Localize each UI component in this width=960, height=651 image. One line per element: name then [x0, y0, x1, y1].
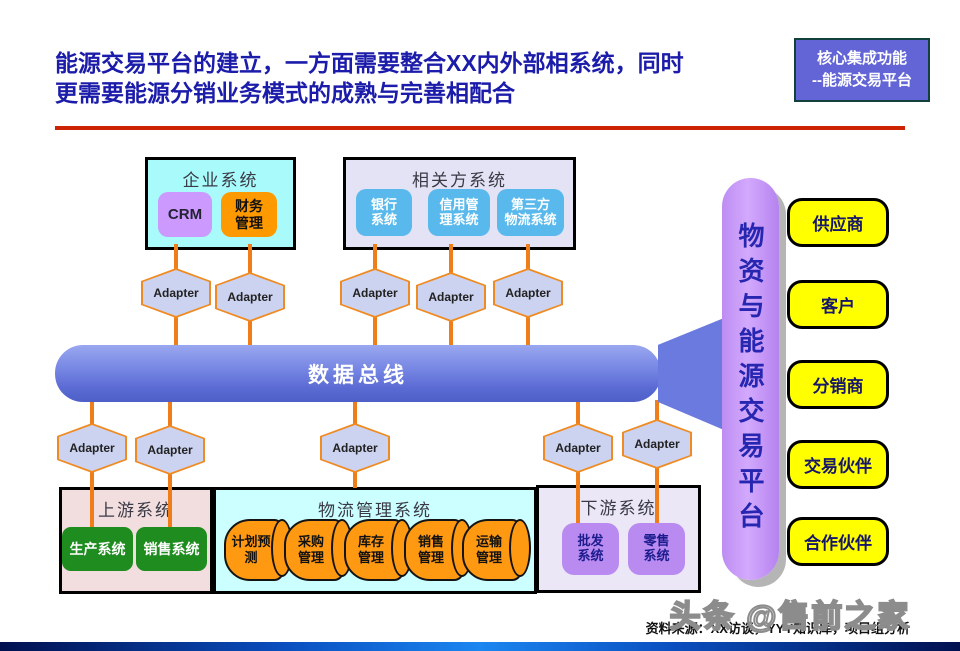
adapter-hexagon: Adapter [340, 268, 410, 318]
connector-line [576, 471, 580, 524]
sales-mgmt-cylinder: 销售 管理 [404, 519, 473, 581]
adapter-hexagon: Adapter [215, 272, 285, 322]
adapter-hexagon: Adapter [141, 268, 211, 318]
wholesale-system-chip: 批发 系统 [562, 523, 619, 575]
adapter-hexagon: Adapter [57, 423, 127, 473]
partner-pill-supplier: 供应商 [787, 198, 889, 247]
page-title: 能源交易平台的建立，一方面需要整合XX内外部相系统，同时 更需要能源分销业务模式… [55, 50, 684, 107]
connector-line [526, 244, 530, 270]
adapter-hexagon: Adapter [320, 423, 390, 473]
connector-line [576, 400, 580, 424]
connector-line [90, 400, 94, 424]
cylinder-cap [509, 519, 531, 577]
finance-system-chip: 财务 管理 [221, 192, 277, 237]
retail-system-chip: 零售 系统 [628, 523, 685, 575]
partner-pill-distributor: 分销商 [787, 360, 889, 409]
core-function-tag: 核心集成功能 --能源交易平台 [794, 38, 930, 102]
connector-line [90, 471, 94, 528]
source-note: 资料来源：XX访谈，YYY知识库，项目组分析 [645, 621, 910, 636]
third-party-logistics-chip: 第三方 物流系统 [497, 189, 564, 236]
connector-line [248, 320, 252, 347]
related-party-systems-title: 相关方系统 [412, 171, 507, 190]
partner-pill-trading-partner: 交易伙伴 [787, 440, 889, 489]
data-bus: 数据总线 [55, 345, 661, 402]
adapter-hexagon: Adapter [416, 272, 486, 322]
partner-pill-customer: 客户 [787, 280, 889, 329]
adapter-hexagon: Adapter [622, 419, 692, 469]
crm-system-chip: CRM [158, 192, 212, 237]
bottom-accent-bar [0, 642, 960, 651]
purchasing-cylinder: 采购 管理 [284, 519, 353, 581]
production-system-chip: 生产系统 [62, 527, 133, 571]
trading-platform-column: 物资与能源交易平台 [722, 178, 779, 580]
connector-line [373, 244, 377, 270]
downstream-systems-title: 下游系统 [580, 499, 657, 518]
connector-line [449, 244, 453, 274]
planning-forecast-cylinder: 计划预 测 [224, 519, 293, 581]
transport-cylinder: 运输 管理 [462, 519, 531, 581]
adapter-hexagon: Adapter [543, 423, 613, 473]
credit-system-chip: 信用管 理系统 [428, 189, 490, 236]
enterprise-systems-title: 企业系统 [182, 171, 259, 190]
connector-line [168, 400, 172, 426]
sales-system-chip: 销售系统 [136, 527, 207, 571]
partner-pill-cooperation-partner: 合作伙伴 [787, 517, 889, 566]
connector-line [353, 400, 357, 424]
logistics-management-title: 物流管理系统 [318, 501, 432, 520]
upstream-systems-title: 上游系统 [98, 501, 174, 520]
connector-line [449, 320, 453, 347]
connector-line [168, 473, 172, 528]
adapter-hexagon: Adapter [135, 425, 205, 475]
bus-arrow-shape [658, 318, 724, 430]
connector-line [655, 467, 659, 524]
inventory-cylinder: 库存 管理 [344, 519, 413, 581]
connector-line [353, 471, 357, 488]
connector-line [248, 244, 252, 274]
connector-line [655, 400, 659, 420]
trading-platform-label: 物资与能源交易平台 [735, 221, 765, 537]
connector-line [526, 316, 530, 347]
adapter-hexagon: Adapter [493, 268, 563, 318]
connector-line [174, 244, 178, 270]
connector-line [373, 316, 377, 347]
connector-line [174, 316, 178, 347]
bank-system-chip: 银行 系统 [356, 189, 412, 236]
title-divider-rule [55, 126, 905, 130]
